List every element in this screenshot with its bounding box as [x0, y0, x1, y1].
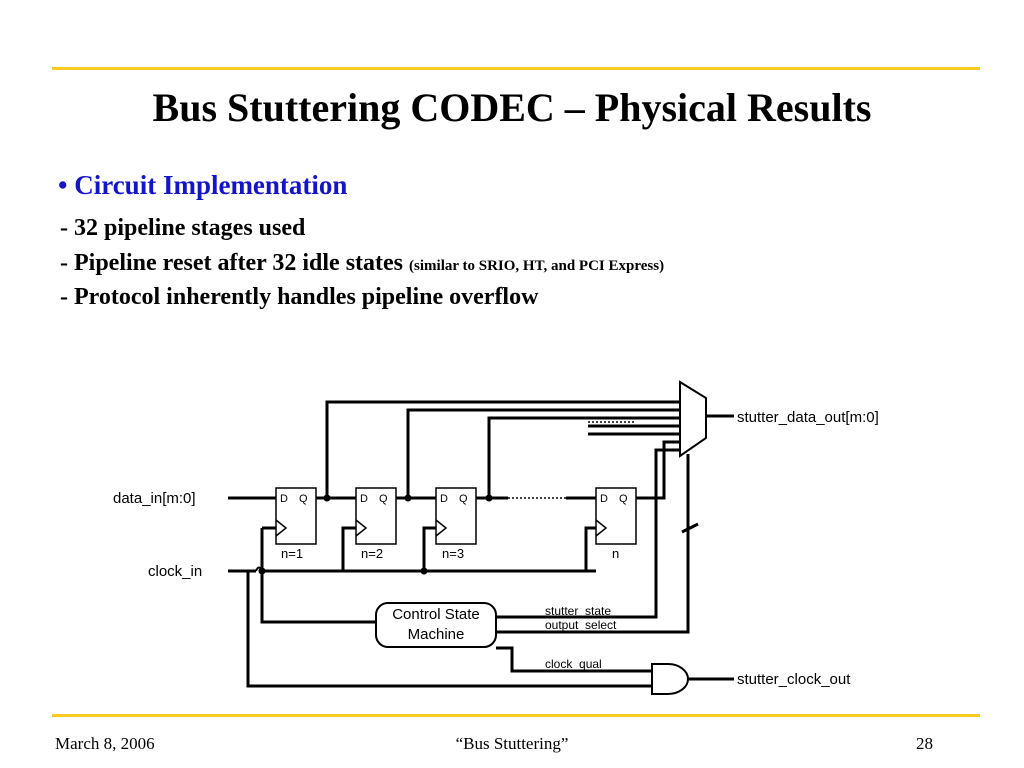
ff-d-label: D	[280, 493, 288, 505]
flip-flop-body	[275, 487, 317, 545]
clock-qual-label: clock_qual	[545, 657, 602, 671]
ff-q-label: Q	[619, 493, 628, 505]
top-rule	[52, 67, 980, 70]
junction-dot	[420, 567, 428, 575]
junction-dot	[404, 494, 412, 502]
pipeline-reset-text: - Pipeline reset after 32 idle states	[60, 250, 404, 276]
data-out-label: stutter_data_out[m:0]	[737, 409, 879, 426]
ff-d-label: D	[440, 493, 448, 505]
data-in-label: data_in[m:0]	[113, 490, 196, 507]
flip-flop-2: D Q n=2	[355, 487, 397, 561]
sub-bullet-pipeline-reset: - Pipeline reset after 32 idle states (s…	[60, 250, 664, 277]
flip-flop-body	[355, 487, 397, 545]
junction-dot	[323, 494, 331, 502]
continuation-marks	[508, 421, 636, 572]
tap-stage-n-wire	[636, 440, 680, 500]
slide-title: Bus Stuttering CODEC – Physical Results	[152, 85, 872, 130]
ff-d-label: D	[600, 493, 608, 505]
and-gate	[651, 663, 689, 695]
clock-in-label: clock_in	[148, 563, 202, 580]
tap-stage3-wire	[487, 416, 680, 498]
clock-stage2	[341, 526, 356, 571]
csm-label-line2: Machine	[408, 626, 465, 643]
clock-to-gate-wire	[246, 571, 652, 688]
clock-input-triangle	[275, 519, 288, 537]
footer-title: “Bus Stuttering”	[455, 734, 569, 753]
clock-stage3	[422, 526, 436, 571]
footer-page-number: 28	[916, 734, 933, 753]
output-select-wire	[496, 454, 690, 634]
stutter-state-label: stutter_state	[545, 604, 611, 618]
ff-stage-label: n=3	[442, 546, 464, 561]
tap-stage2-wire	[406, 408, 680, 498]
bottom-rule	[52, 714, 980, 717]
output-select-label: output_select	[545, 618, 617, 632]
ff-stage-label: n=1	[281, 546, 303, 561]
ff-q-label: Q	[299, 493, 308, 505]
ff-stage-label: n	[612, 546, 619, 561]
junction-dot	[485, 494, 493, 502]
clock-qual-wire	[496, 646, 652, 673]
clock-input-triangle	[355, 519, 368, 537]
stutter-state-wire	[496, 448, 680, 619]
flip-flop-3: D Q n=3	[435, 487, 477, 561]
junction-dots	[258, 494, 493, 575]
clock-stage-n	[584, 526, 596, 571]
clock-input-triangle	[595, 519, 608, 537]
sub-bullet-protocol-overflow: - Protocol inherently handles pipeline o…	[60, 284, 539, 310]
sub-bullet-pipeline-stages: - 32 pipeline stages used	[60, 215, 306, 241]
clock-out-label: stutter_clock_out	[737, 671, 851, 688]
flip-flop-body	[435, 487, 477, 545]
clock-input-triangle	[435, 519, 448, 537]
bullet-circuit-implementation: • Circuit Implementation	[58, 170, 348, 200]
ff-q-label: Q	[379, 493, 388, 505]
csm-label-line1: Control State	[392, 606, 480, 623]
ff-stage-label: n=2	[361, 546, 383, 561]
clock-to-csm-wire	[260, 571, 376, 624]
flip-flop-n: D Q n	[595, 487, 637, 561]
pipeline-reset-note: (similar to SRIO, HT, and PCI Express)	[409, 258, 665, 274]
ff-q-label: Q	[459, 493, 468, 505]
ff-d-label: D	[360, 493, 368, 505]
flip-flop-1: D Q n=1	[275, 487, 317, 561]
control-state-machine	[375, 602, 497, 648]
flip-flop-body	[595, 487, 637, 545]
output-multiplexer	[679, 380, 707, 458]
footer-date: March 8, 2006	[55, 734, 155, 753]
junction-dot	[258, 567, 266, 575]
tap-stage1-wire	[325, 400, 680, 498]
bus-slash-mark	[681, 522, 699, 534]
